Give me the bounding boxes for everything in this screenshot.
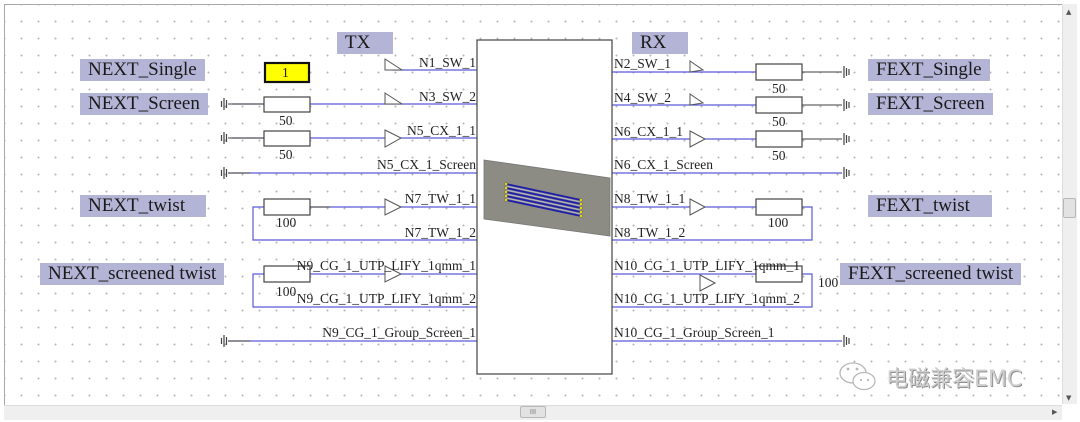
resistor [755, 198, 803, 216]
wire-n10-2 [612, 273, 813, 308]
net-label-left: N5_CX_1_1 [406, 123, 476, 138]
net-label-right: N10_CG_1_UTP_LIFY_1qmm_2 [614, 291, 801, 306]
ground-icon [220, 132, 228, 144]
label-next-twist: NEXT_twist [80, 195, 206, 217]
resistor-value: 50 [772, 81, 786, 96]
source-value: 1 [282, 65, 289, 80]
net-label-right: N6_CX_1_1 [614, 124, 684, 139]
resistor-value: 100 [818, 275, 839, 290]
probe-icon [384, 92, 404, 105]
resistor-value: 50 [772, 114, 786, 129]
resistor-value: 50 [279, 147, 293, 162]
resistor-value: 50 [279, 113, 293, 128]
ground-icon [843, 99, 850, 111]
label-next-screen: NEXT_Screen [80, 93, 208, 115]
cable-bundle-icon [483, 159, 611, 237]
probe-icon [384, 129, 403, 148]
scroll-down-icon[interactable]: ▼ [1066, 394, 1072, 402]
net-label-left: N9_CG_1_UTP_LIFY_1qmm_1 [296, 258, 476, 273]
label-fext-single: FEXT_Single [868, 59, 990, 81]
probe-icon [689, 93, 705, 106]
net-label-left: N7_TW_1_2 [404, 225, 476, 240]
horizontal-scroll-thumb[interactable]: III [520, 406, 546, 418]
net-label-right: N10_CG_1_Group_Screen_1 [614, 325, 775, 340]
ground-icon [843, 335, 850, 347]
resistor-value: 100 [276, 215, 297, 230]
probe-icon [384, 58, 404, 71]
resistor [755, 63, 803, 81]
label-fext-twist: FEXT_twist [868, 195, 992, 217]
net-label-left: N1_SW_1 [419, 55, 476, 70]
watermark: 电磁兼容EMC [836, 360, 1022, 394]
voltage-source [263, 61, 311, 84]
label-tx: TX [337, 32, 393, 54]
ground-icon [843, 66, 850, 78]
net-label-left: N7_TW_1_1 [404, 191, 476, 206]
label-next-single: NEXT_Single [80, 59, 205, 81]
resistor [263, 198, 311, 216]
resistor [755, 96, 803, 114]
resistor [263, 130, 311, 147]
wire-n8-2 [612, 206, 813, 241]
resistor [755, 265, 803, 283]
scroll-right-icon[interactable]: ▶ [1052, 408, 1058, 416]
label-rx: RX [632, 32, 688, 54]
probe-icon [384, 198, 403, 216]
probe-icon [689, 60, 705, 73]
vertical-scroll-thumb[interactable] [1063, 198, 1076, 218]
resistor-value: 100 [768, 215, 789, 230]
net-label-right: N10_CG_1_UTP_LIFY_1qmm_1 [614, 258, 801, 273]
wechat-icon [839, 362, 876, 391]
net-label-right: N6_CX_1_Screen [614, 157, 713, 172]
net-label-right: N4_SW_2 [614, 90, 671, 105]
ground-icon [843, 167, 850, 179]
net-label-left: N9_CG_1_Group_Screen_1 [322, 325, 476, 340]
probe-icon [689, 198, 707, 216]
wire-n9-2 [252, 273, 477, 308]
watermark-text: 电磁兼容EMC [886, 367, 1023, 392]
net-label-right: N2_SW_1 [614, 56, 671, 71]
label-fext-screen: FEXT_Screen [868, 93, 993, 115]
ground-icon [843, 133, 850, 145]
probe-icon [699, 274, 717, 292]
probe-icon [384, 265, 403, 283]
ground-icon [220, 98, 228, 110]
resistor-value: 50 [772, 148, 786, 163]
label-fext-screened-twist: FEXT_screened twist [840, 263, 1022, 285]
net-label-left: N3_SW_2 [419, 89, 476, 104]
net-label-right: N8_TW_1_1 [614, 191, 686, 206]
scroll-up-icon[interactable]: ▲ [1066, 8, 1072, 16]
resistor [755, 130, 803, 148]
net-label-right: N8_TW_1_2 [614, 225, 686, 240]
ground-icon [220, 335, 228, 347]
resistor-value: 100 [276, 284, 297, 299]
net-label-left: N5_CX_1_Screen [377, 157, 476, 172]
ground-icon [220, 167, 228, 179]
probe-icon [689, 130, 707, 148]
resistor [263, 265, 311, 283]
resistor [263, 96, 311, 113]
wire-n7-2 [252, 206, 477, 241]
label-next-screened-twist: NEXT_screened twist [40, 263, 225, 285]
net-label-left: N9_CG_1_UTP_LIFY_1qmm_2 [296, 291, 476, 306]
